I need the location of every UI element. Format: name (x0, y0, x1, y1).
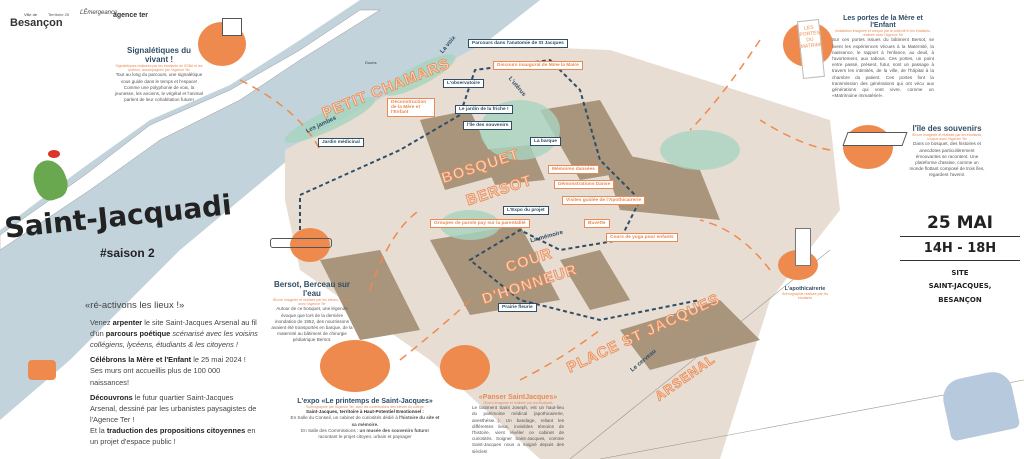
expo-line: Saint-Jacques, territoire à Haut-Potenti… (306, 409, 424, 415)
panel-body: Dans ce bosquet, des histoires et anecdo… (909, 141, 985, 178)
logo-agence-ter: agence ter (113, 12, 149, 19)
panel-subtitle: Signalétiques réalisées par les étudiant… (115, 64, 203, 73)
panel-title: Les portes de la Mère et l'Enfant (843, 15, 923, 29)
bersot-blob (290, 228, 330, 262)
panel-expo: L'expo «Le printemps de Saint-Jacques» S… (290, 398, 440, 440)
t: le site Saint-Jacques Arsenal au fil d'u… (90, 318, 257, 339)
panel-title: Bersot, Berceau sur l'eau (273, 280, 351, 298)
panel-subtitle: Scénographie par l'Agence Ter, avec les … (306, 405, 424, 409)
map-tag[interactable]: Démonstrations Danse (554, 180, 615, 189)
expo-blob (320, 340, 390, 392)
logo-territoire: Territoire 25 (48, 12, 70, 17)
t: BESANÇON (938, 295, 982, 304)
map-tag[interactable]: Parcours dans l'anatomie de St Jacques (468, 39, 568, 48)
panel-body: Le batiment Saint Joseph, est un haut-li… (472, 405, 564, 454)
t: scénarisé avec les voisins collégiens, l… (90, 329, 258, 350)
intro-text: «ré-activons les lieux !» Venez arpenter… (85, 300, 258, 451)
t: l'histoire du site et sa mémoire. (351, 415, 440, 427)
t: le futur quartier Saint-Jacques Arsenal,… (90, 392, 257, 424)
panel-subtitle: Œuvre imaginée et réalisée par les élève… (272, 298, 352, 307)
t: SAINT-JACQUES, (928, 282, 992, 291)
map-tag[interactable]: L'observatoire (443, 79, 484, 88)
panel-title: L'apothicairerie (784, 286, 826, 292)
panel-panser: «Panser SaintJacques» Œuvre imaginée et … (472, 394, 564, 455)
season-label: #saison 2 (100, 246, 155, 260)
panel-title: Signalétiques du vivant ! (126, 46, 191, 64)
panel-portes: Les portes de la Mère et l'Enfant Instal… (832, 15, 934, 99)
t: le 25 mai 2024 ! Ses murs ont accueillis… (90, 355, 246, 387)
intro-heading: «ré-activons les lieux !» (85, 300, 185, 311)
logo-besancon-text: Besançon (10, 17, 63, 29)
t: En Salle du Conseil, un cabinet de curio… (290, 415, 400, 421)
map-tag[interactable]: L'Expo du projet (503, 206, 549, 215)
panel-body: Tout au long du parcours, une signalétiq… (115, 72, 203, 103)
panel-title: «Panser SaintJacques» (478, 394, 558, 401)
boat-icon (270, 238, 332, 248)
map-tag[interactable]: Le jardin de la friche ! (455, 105, 513, 114)
event-info: 25 MAI 14H - 18H SITE SAINT-JACQUES, BES… (900, 213, 1020, 307)
logo-besancon-small: Ville de (24, 12, 38, 17)
map-tag[interactable]: Mémoires dansées (548, 165, 599, 174)
intro-p3: Découvrons le futur quartier Saint-Jacqu… (90, 392, 258, 425)
logo-besancon: Ville de Besançon (10, 12, 63, 29)
map-tag[interactable]: La barque (530, 137, 561, 146)
t: en un projet d'espace public ! (90, 425, 256, 447)
panel-subtitle: Œuvre imaginée et réalisée par les étudi… (911, 133, 983, 142)
map-tag[interactable]: Cours de yoga pour enfants (606, 233, 678, 242)
t: un musée des souvenirs futurs! (359, 427, 429, 433)
panel-ile: l'île des souvenirs Œuvre imaginée et ré… (908, 124, 986, 179)
panel-subtitle: Œuvre imaginée et réalisée par les étudi… (483, 401, 553, 405)
t: SITE (951, 269, 969, 277)
t: arpenter (112, 318, 143, 327)
panser-blob (440, 345, 490, 390)
map-tag[interactable]: l'île des souvenirs (463, 121, 513, 130)
event-location: SITE SAINT-JACQUES, BESANÇON (900, 267, 1020, 307)
map-tag[interactable]: Jardin médicinal (318, 138, 364, 147)
expo-line: En Salle des Commissions : un musée des … (290, 428, 440, 434)
river-label: Doubs (365, 60, 377, 65)
child-illustration (28, 360, 56, 380)
platform-icon (842, 132, 908, 146)
panel-bersot: Bersot, Berceau sur l'eau Œuvre imaginée… (270, 280, 354, 344)
signpost-icon (222, 18, 242, 36)
t: Et la (90, 425, 107, 435)
map-tag[interactable]: Visites guidée de l'Apothicairerie (562, 196, 646, 205)
expo-line: En Salle du Conseil, un cabinet de curio… (290, 415, 440, 427)
event-date: 25 MAI (900, 213, 1020, 237)
intro-p1: Venez arpenter le site Saint-Jacques Ars… (90, 317, 258, 350)
t: Célébrons la Mère et l'Enfant (90, 355, 192, 365)
t: traduction des propositions citoyennes (106, 425, 246, 435)
t: parcours poétique (105, 329, 171, 339)
cabinet-icon (795, 228, 811, 266)
event-time: 14H - 18H (900, 237, 1020, 261)
t: En Salle des Commissions : (301, 427, 360, 433)
panel-apothicairerie: L'apothicairerie Scénographie réalisée p… (775, 286, 835, 300)
panel-title: L'expo «Le printemps de Saint-Jacques» (297, 398, 433, 405)
panel-subtitle: Installation imaginée et conçue par le c… (835, 29, 931, 38)
panel-subtitle: Scénographie réalisée par les étudiants (781, 292, 829, 301)
map-tag[interactable]: Discours inaugural de Mme la Maire (493, 61, 583, 70)
map-tag[interactable]: Groupes de parole pay sur la parentalité (430, 219, 530, 228)
map-tag[interactable]: Prairie fleurie (498, 303, 537, 312)
t: Venez (90, 318, 113, 327)
intro-p2: Célébrons la Mère et l'Enfant le 25 mai … (90, 354, 258, 387)
panel-signaletiques: Signalétiques du vivant ! Signalétiques … (115, 46, 203, 103)
map-tag[interactable]: Déconstruction de la Mère et l'Enfant (387, 98, 435, 117)
panel-body: Autour de ce bosquet, une légende évoque… (271, 306, 353, 343)
panel-title: l'île des souvenirs (912, 124, 982, 133)
panel-body: Sur ces portes issues du bâtiment Bersot… (832, 37, 934, 99)
map-tag[interactable]: Buvette (584, 219, 610, 228)
intro-p4: Et la traduction des propositions citoye… (90, 425, 258, 447)
logo-emergeance: ĽĒmergeance (80, 10, 118, 16)
t: Découvrons (90, 392, 133, 402)
woodpecker-crest (48, 150, 60, 158)
expo-line: racontant le projet citoyen, urbain et p… (318, 433, 412, 439)
